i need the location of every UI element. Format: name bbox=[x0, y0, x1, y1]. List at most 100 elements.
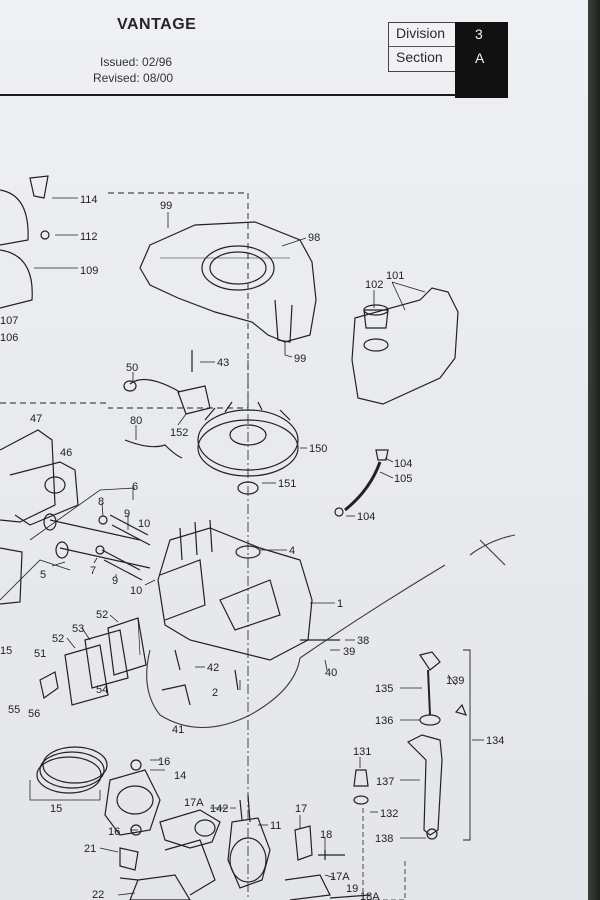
revised-date: Revised: 08/00 bbox=[93, 71, 174, 85]
callout-50: 50 bbox=[126, 362, 138, 374]
callout-16: 16 bbox=[108, 826, 120, 838]
valve-lower bbox=[59, 547, 151, 569]
flywheel-washer bbox=[237, 481, 259, 495]
callout-1: 1 bbox=[337, 598, 343, 610]
callout-137: 137 bbox=[376, 776, 394, 788]
callout-4: 4 bbox=[289, 545, 295, 557]
section-value: A bbox=[475, 50, 485, 66]
callout-80: 80 bbox=[130, 415, 142, 427]
callout-19: 19 bbox=[346, 883, 358, 895]
muffler bbox=[0, 547, 23, 605]
callout-43: 43 bbox=[217, 357, 229, 369]
callout-98: 98 bbox=[308, 232, 320, 244]
callout-56: 56 bbox=[28, 708, 40, 720]
callout-52: 52 bbox=[52, 633, 64, 645]
background-edge bbox=[588, 0, 600, 900]
callout-104: 104 bbox=[357, 511, 375, 523]
callout-18A: 18A bbox=[360, 891, 380, 900]
callout-135: 135 bbox=[375, 683, 393, 695]
callout-99: 99 bbox=[160, 200, 172, 212]
callout-150: 150 bbox=[309, 443, 327, 455]
callout-54: 54 bbox=[96, 684, 108, 696]
division-section-values: 3 A bbox=[455, 22, 508, 98]
section-label: Section bbox=[396, 49, 443, 65]
callout-151: 151 bbox=[278, 478, 296, 490]
ignition-module bbox=[177, 385, 211, 415]
callout-42: 42 bbox=[207, 662, 219, 674]
callout-139: 139 bbox=[446, 675, 464, 687]
connecting-rod bbox=[159, 809, 221, 849]
callout-51: 51 bbox=[34, 648, 46, 660]
starter-handle bbox=[29, 175, 49, 199]
oil-seal bbox=[235, 545, 261, 559]
callout-7: 7 bbox=[90, 565, 96, 577]
bolt-21 bbox=[119, 847, 139, 871]
blower-housing bbox=[139, 221, 317, 343]
callout-2: 2 bbox=[212, 687, 218, 699]
callout-101: 101 bbox=[386, 270, 404, 282]
callout-47: 47 bbox=[30, 413, 42, 425]
callout-46: 46 bbox=[60, 447, 72, 459]
callout-136: 136 bbox=[375, 715, 393, 727]
callout-21: 21 bbox=[84, 843, 96, 855]
callout-107: 107 bbox=[0, 315, 18, 327]
callout-106: 106 bbox=[0, 332, 18, 344]
callout-39: 39 bbox=[343, 646, 355, 658]
callout-138: 138 bbox=[375, 833, 393, 845]
callout-11: 11 bbox=[270, 820, 281, 832]
recoil-starter bbox=[0, 189, 29, 246]
cylinder-head bbox=[0, 429, 56, 523]
callout-5: 5 bbox=[40, 569, 46, 581]
callout-52: 52 bbox=[96, 609, 108, 621]
bracket-17 bbox=[294, 825, 313, 861]
callout-38: 38 bbox=[357, 635, 369, 647]
callout-17A: 17A bbox=[330, 871, 350, 883]
callout-99: 99 bbox=[294, 353, 306, 365]
callout-152: 152 bbox=[170, 427, 188, 439]
callout-41: 41 bbox=[172, 724, 184, 736]
callout-40: 40 bbox=[325, 667, 337, 679]
part-22 bbox=[129, 874, 191, 900]
callout-105: 105 bbox=[394, 473, 412, 485]
doc-title: VANTAGE bbox=[117, 16, 197, 33]
callout-8: 8 bbox=[98, 496, 104, 508]
diagram-drawing bbox=[0, 175, 516, 900]
callout-132: 132 bbox=[380, 808, 398, 820]
callout-17A: 17A bbox=[184, 797, 204, 809]
dipstick-cap bbox=[419, 651, 441, 671]
issued-date: Issued: 02/96 bbox=[100, 55, 173, 69]
callout-16: 16 bbox=[158, 756, 170, 768]
leader-lines bbox=[34, 197, 484, 896]
piston bbox=[104, 769, 161, 836]
pencil-line bbox=[299, 564, 446, 659]
group-frame bbox=[108, 192, 249, 409]
callout-104: 104 bbox=[394, 458, 412, 470]
valve-upper bbox=[49, 519, 141, 541]
callout-142: 142 bbox=[210, 803, 228, 815]
division-section-box: Division Section bbox=[388, 22, 458, 72]
callout-109: 109 bbox=[80, 265, 98, 277]
dipstick-bracket bbox=[463, 649, 471, 841]
division-value: 3 bbox=[475, 26, 483, 42]
callout-6: 6 bbox=[132, 481, 138, 493]
ignition-wire bbox=[124, 439, 183, 459]
fuel-tank bbox=[351, 287, 459, 405]
header-rule bbox=[0, 94, 455, 96]
callout-22: 22 bbox=[92, 889, 104, 900]
fuel-line bbox=[344, 461, 382, 512]
pencil-circle bbox=[146, 649, 301, 729]
callout-53: 53 bbox=[72, 623, 84, 635]
callout-15: 15 bbox=[50, 803, 62, 815]
callout-10: 10 bbox=[130, 585, 142, 597]
box-divider bbox=[389, 46, 457, 47]
breather-plate bbox=[64, 644, 109, 706]
callout-9: 9 bbox=[124, 508, 130, 520]
callout-112: 112 bbox=[80, 231, 98, 243]
part-callouts: 114 112 109 107 106 99 98 99 102 101 50 … bbox=[0, 194, 504, 900]
callout-131: 131 bbox=[353, 746, 371, 758]
callout-55: 55 bbox=[8, 704, 20, 716]
part-17a-lower bbox=[284, 874, 331, 900]
dipstick-tube bbox=[406, 734, 443, 836]
